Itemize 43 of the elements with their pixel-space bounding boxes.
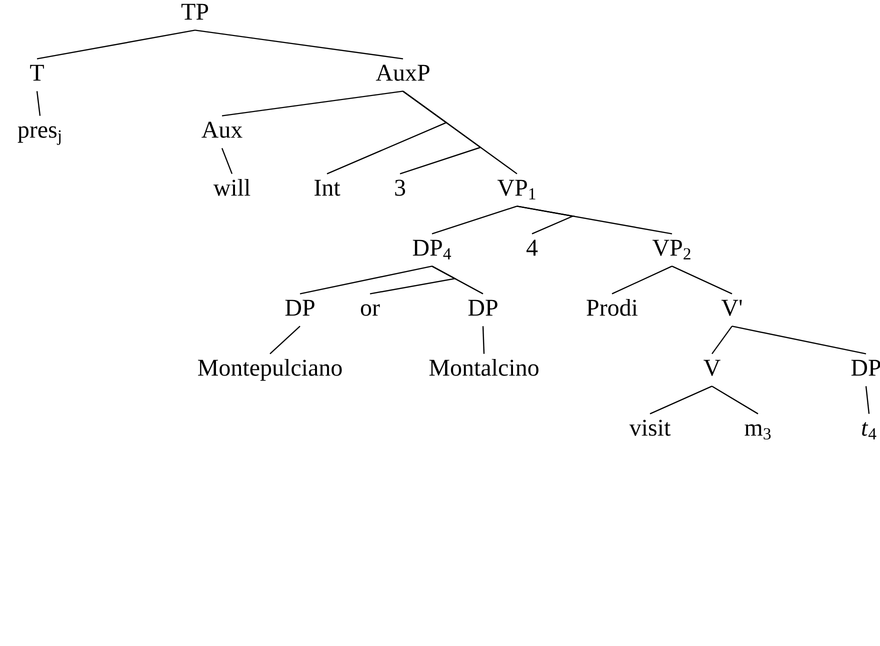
tree-label: VP$_{1}$ [497, 180, 536, 200]
branch-line [482, 326, 485, 354]
tree-label: V [704, 360, 720, 376]
tree-label: pres$_{j}$ [18, 126, 61, 145]
tree-label: DP$_{4}$ [412, 240, 452, 260]
branch-line [36, 91, 41, 116]
tree-label: 4 [526, 240, 538, 256]
branch-line [612, 266, 672, 294]
branch-line [221, 148, 233, 174]
branch-line [432, 266, 484, 294]
tree-label: DP [851, 360, 880, 376]
branch-line [650, 386, 712, 414]
branch-line [194, 30, 404, 60]
tree-label: Montepulciano [198, 358, 342, 381]
tree-label: DP [285, 300, 314, 316]
branch-line [865, 386, 870, 414]
branch-line [432, 206, 518, 234]
tree-label: T [30, 64, 44, 81]
tree-label: visit [629, 420, 671, 436]
branch-line [732, 326, 866, 354]
tree-label: V' [721, 300, 742, 316]
tree-label: Prodi [586, 298, 638, 316]
branch-line [712, 326, 732, 354]
tree-label: TP [181, 4, 208, 20]
tree-label: Int [314, 180, 340, 196]
branch-line [516, 206, 672, 234]
tree-label: m$_{3}$ [744, 424, 771, 440]
tree-label: DP [468, 300, 498, 316]
branch-line [270, 326, 300, 354]
tree-label: or [360, 304, 380, 316]
branch-line [402, 90, 518, 174]
branch-line [672, 266, 732, 294]
tree-label: VP$_{2}$ [652, 240, 690, 260]
tree-label: Aux [202, 122, 242, 138]
branch-line [222, 90, 404, 116]
tree-label: AuxP [376, 64, 430, 81]
tree-label: will [213, 178, 250, 196]
branch-line [712, 386, 758, 414]
tree-label: t$_{4}$ [862, 422, 876, 440]
tree-label: Montalcino [429, 358, 538, 376]
branch-line [300, 266, 432, 294]
branch-line [36, 30, 196, 60]
tree-label: 3 [395, 180, 406, 196]
